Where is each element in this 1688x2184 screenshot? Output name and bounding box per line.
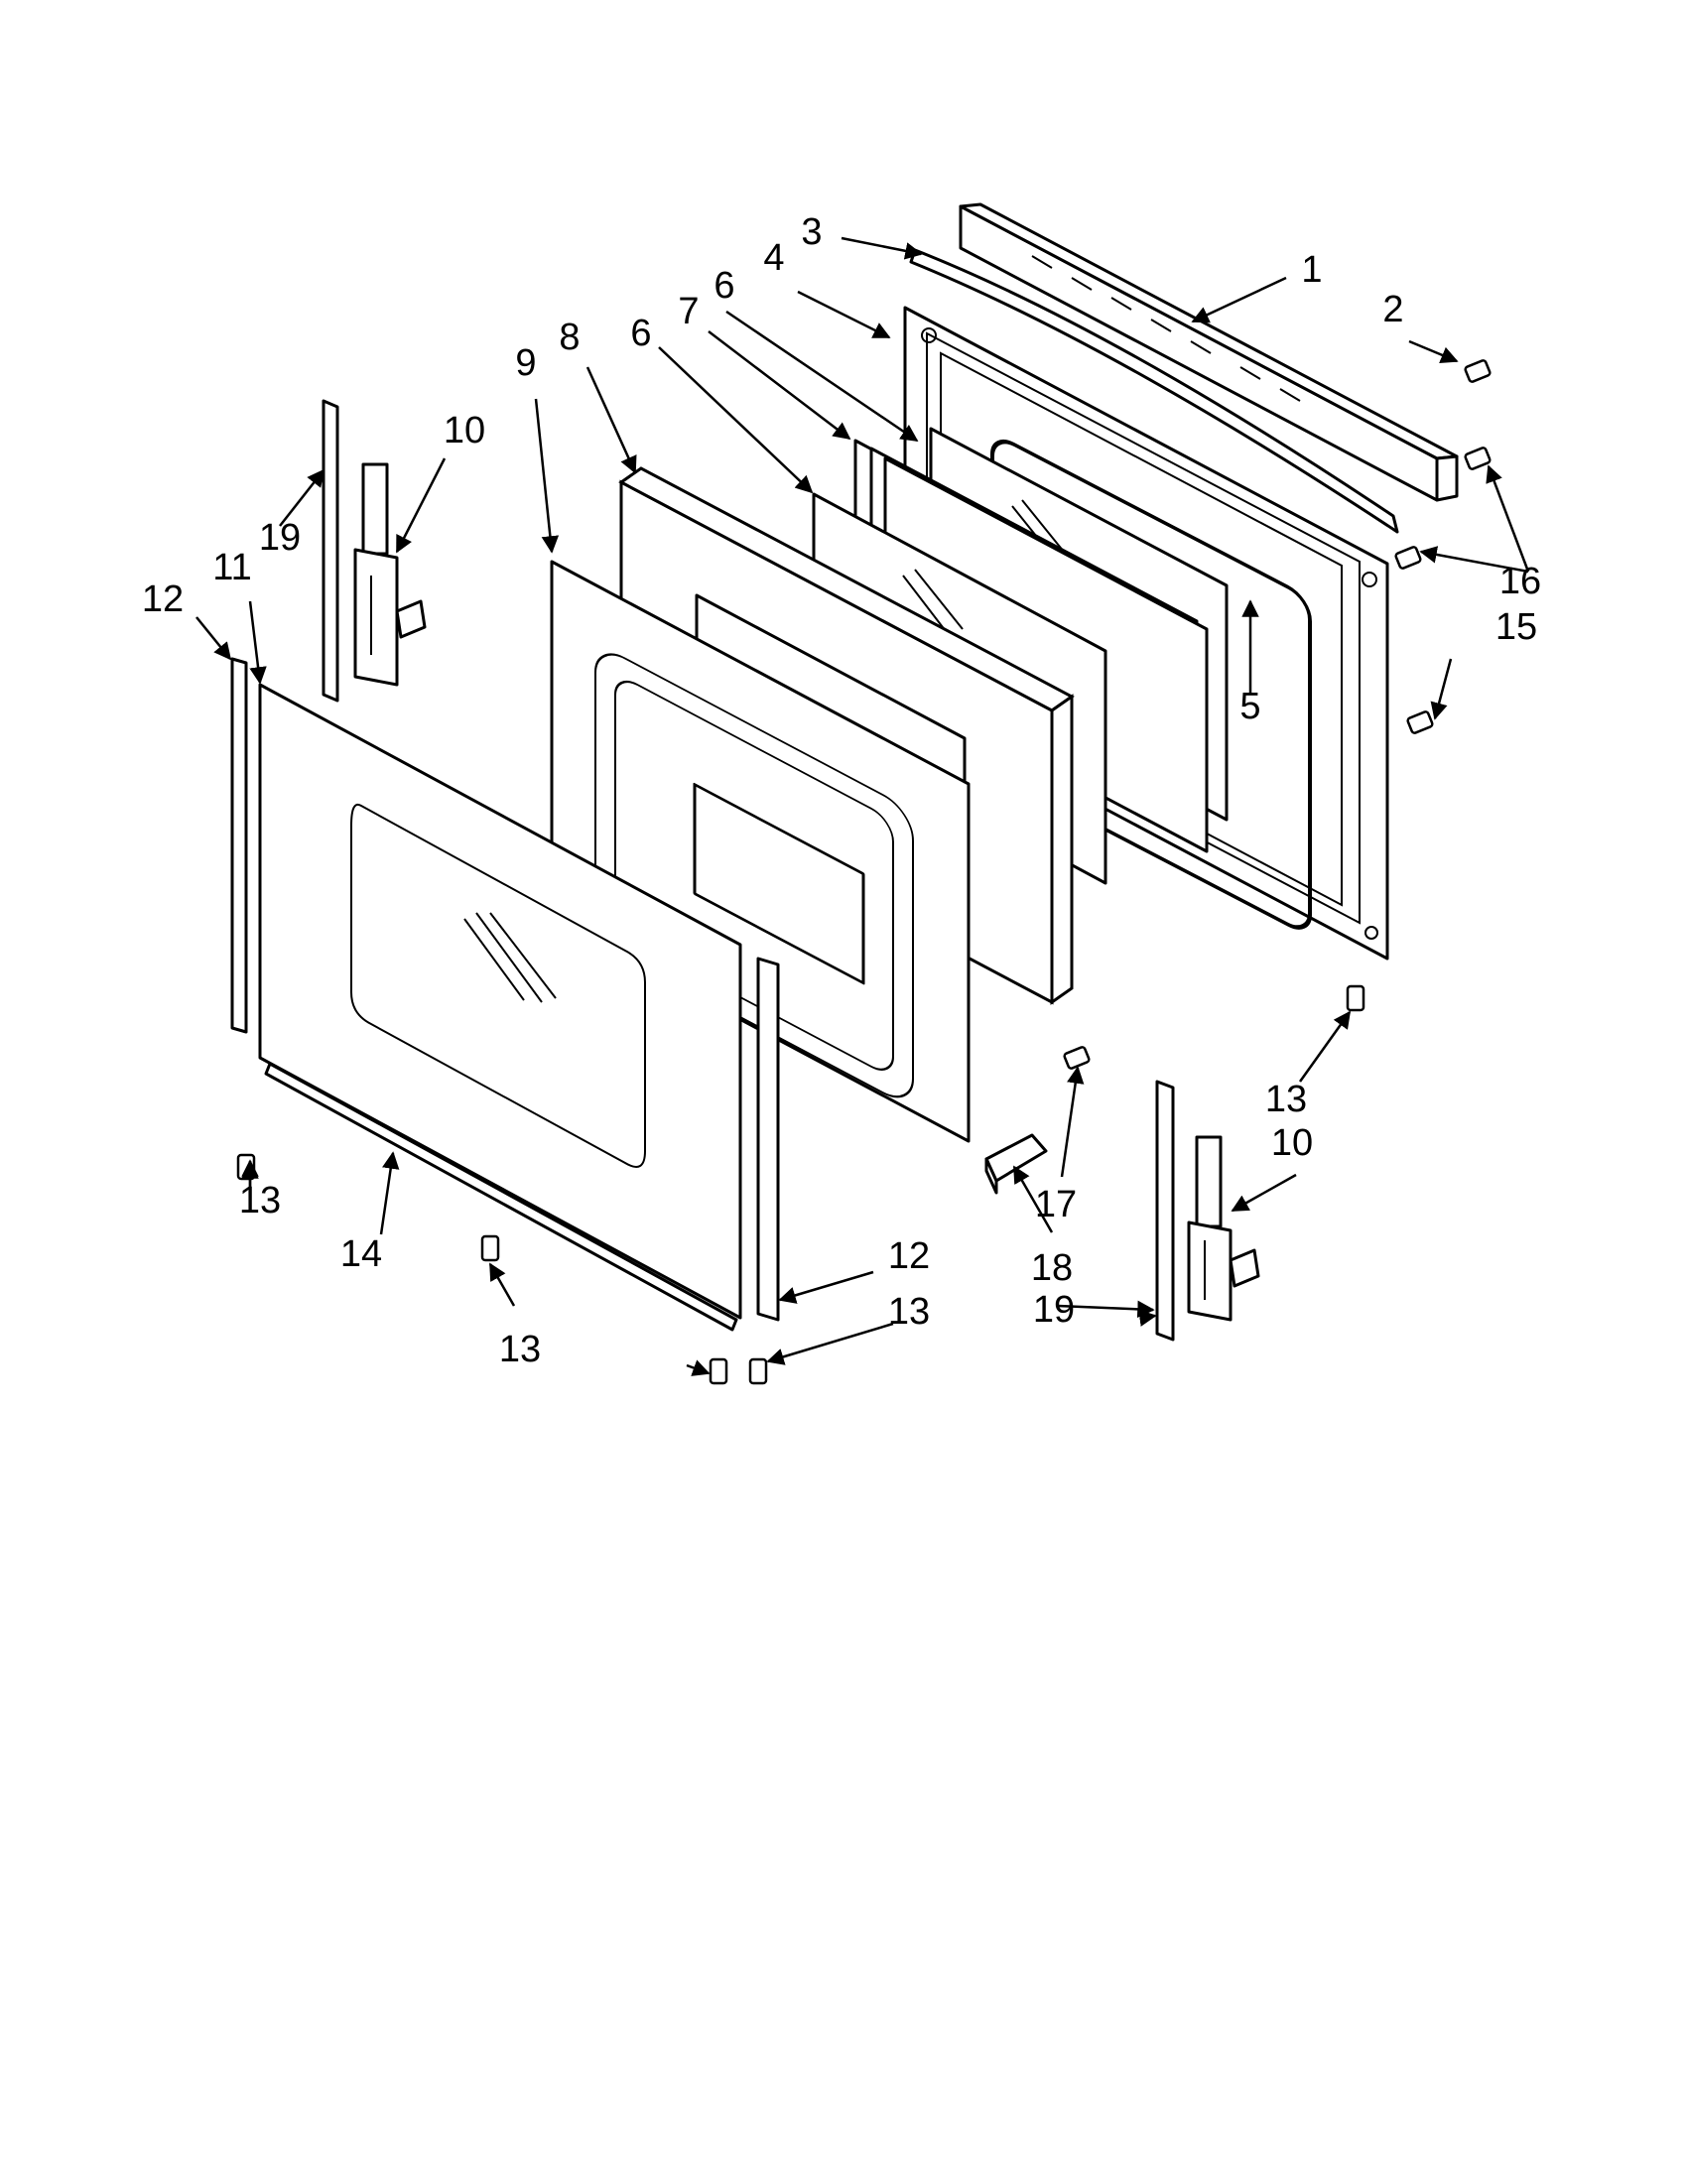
- callout-8: 8: [559, 317, 580, 358]
- callout-6b: 6: [630, 313, 651, 354]
- callout-13b: 13: [239, 1180, 281, 1221]
- callout-2: 2: [1382, 289, 1403, 330]
- callout-18: 18: [1031, 1247, 1073, 1289]
- part-11-outer-door: [258, 683, 742, 1320]
- callout-19b: 19: [1033, 1289, 1075, 1331]
- callout-17: 17: [1035, 1184, 1077, 1225]
- callout-9: 9: [515, 342, 536, 384]
- callout-3: 3: [801, 211, 822, 253]
- callout-10a: 10: [444, 410, 485, 451]
- callout-5: 5: [1239, 686, 1260, 727]
- callout-14: 14: [340, 1233, 382, 1275]
- part-16-screw-lower: [1394, 546, 1422, 570]
- part-15-screw: [1406, 710, 1434, 734]
- callout-10b: 10: [1271, 1122, 1313, 1164]
- part-14-bottom-trim: [264, 1062, 738, 1332]
- part-10-hinge-left: [353, 462, 427, 687]
- callout-6a: 6: [714, 265, 734, 307]
- part-12-side-trim-right: [756, 957, 780, 1322]
- part-13-screw-bottom-right-a: [709, 1357, 728, 1385]
- part-3-handle: [909, 248, 1399, 534]
- callout-4: 4: [763, 237, 784, 279]
- part-2-screw: [1464, 359, 1492, 383]
- callout-15: 15: [1495, 606, 1537, 648]
- part-19-hinge-receiver-right: [1155, 1080, 1175, 1342]
- callout-12b: 12: [888, 1235, 930, 1277]
- part-13-screw-upper-right: [1346, 984, 1365, 1012]
- part-16-screw-upper: [1464, 447, 1492, 470]
- callout-13c: 13: [499, 1329, 541, 1370]
- callout-16: 16: [1499, 561, 1541, 602]
- callout-13a: 13: [1265, 1079, 1307, 1120]
- callout-19a: 19: [259, 517, 301, 559]
- part-17-screw: [1063, 1046, 1091, 1070]
- part-1-vent-trim: [959, 202, 1459, 502]
- callout-labels: 1 2 3 4 5 6 6 7 8 9 10 10 11 12 12 13 13…: [142, 211, 1541, 1370]
- part-12-side-trim-left: [230, 657, 248, 1034]
- part-13-screw-left: [236, 1153, 256, 1181]
- part-10-hinge-right: [1187, 1135, 1260, 1322]
- part-19-hinge-receiver-left: [322, 399, 339, 703]
- part-13-screw-bottom: [480, 1234, 500, 1262]
- leader-lines: [195, 236, 1530, 1376]
- callout-7: 7: [678, 291, 699, 332]
- part-13-screw-bottom-right-b: [748, 1357, 768, 1385]
- callout-1: 1: [1301, 249, 1322, 291]
- part-18-bracket: [984, 1133, 1048, 1195]
- callout-11: 11: [212, 547, 251, 588]
- callout-12a: 12: [142, 578, 184, 620]
- part-9-inner-door-panel: [550, 560, 971, 1143]
- callout-13d: 13: [888, 1291, 930, 1333]
